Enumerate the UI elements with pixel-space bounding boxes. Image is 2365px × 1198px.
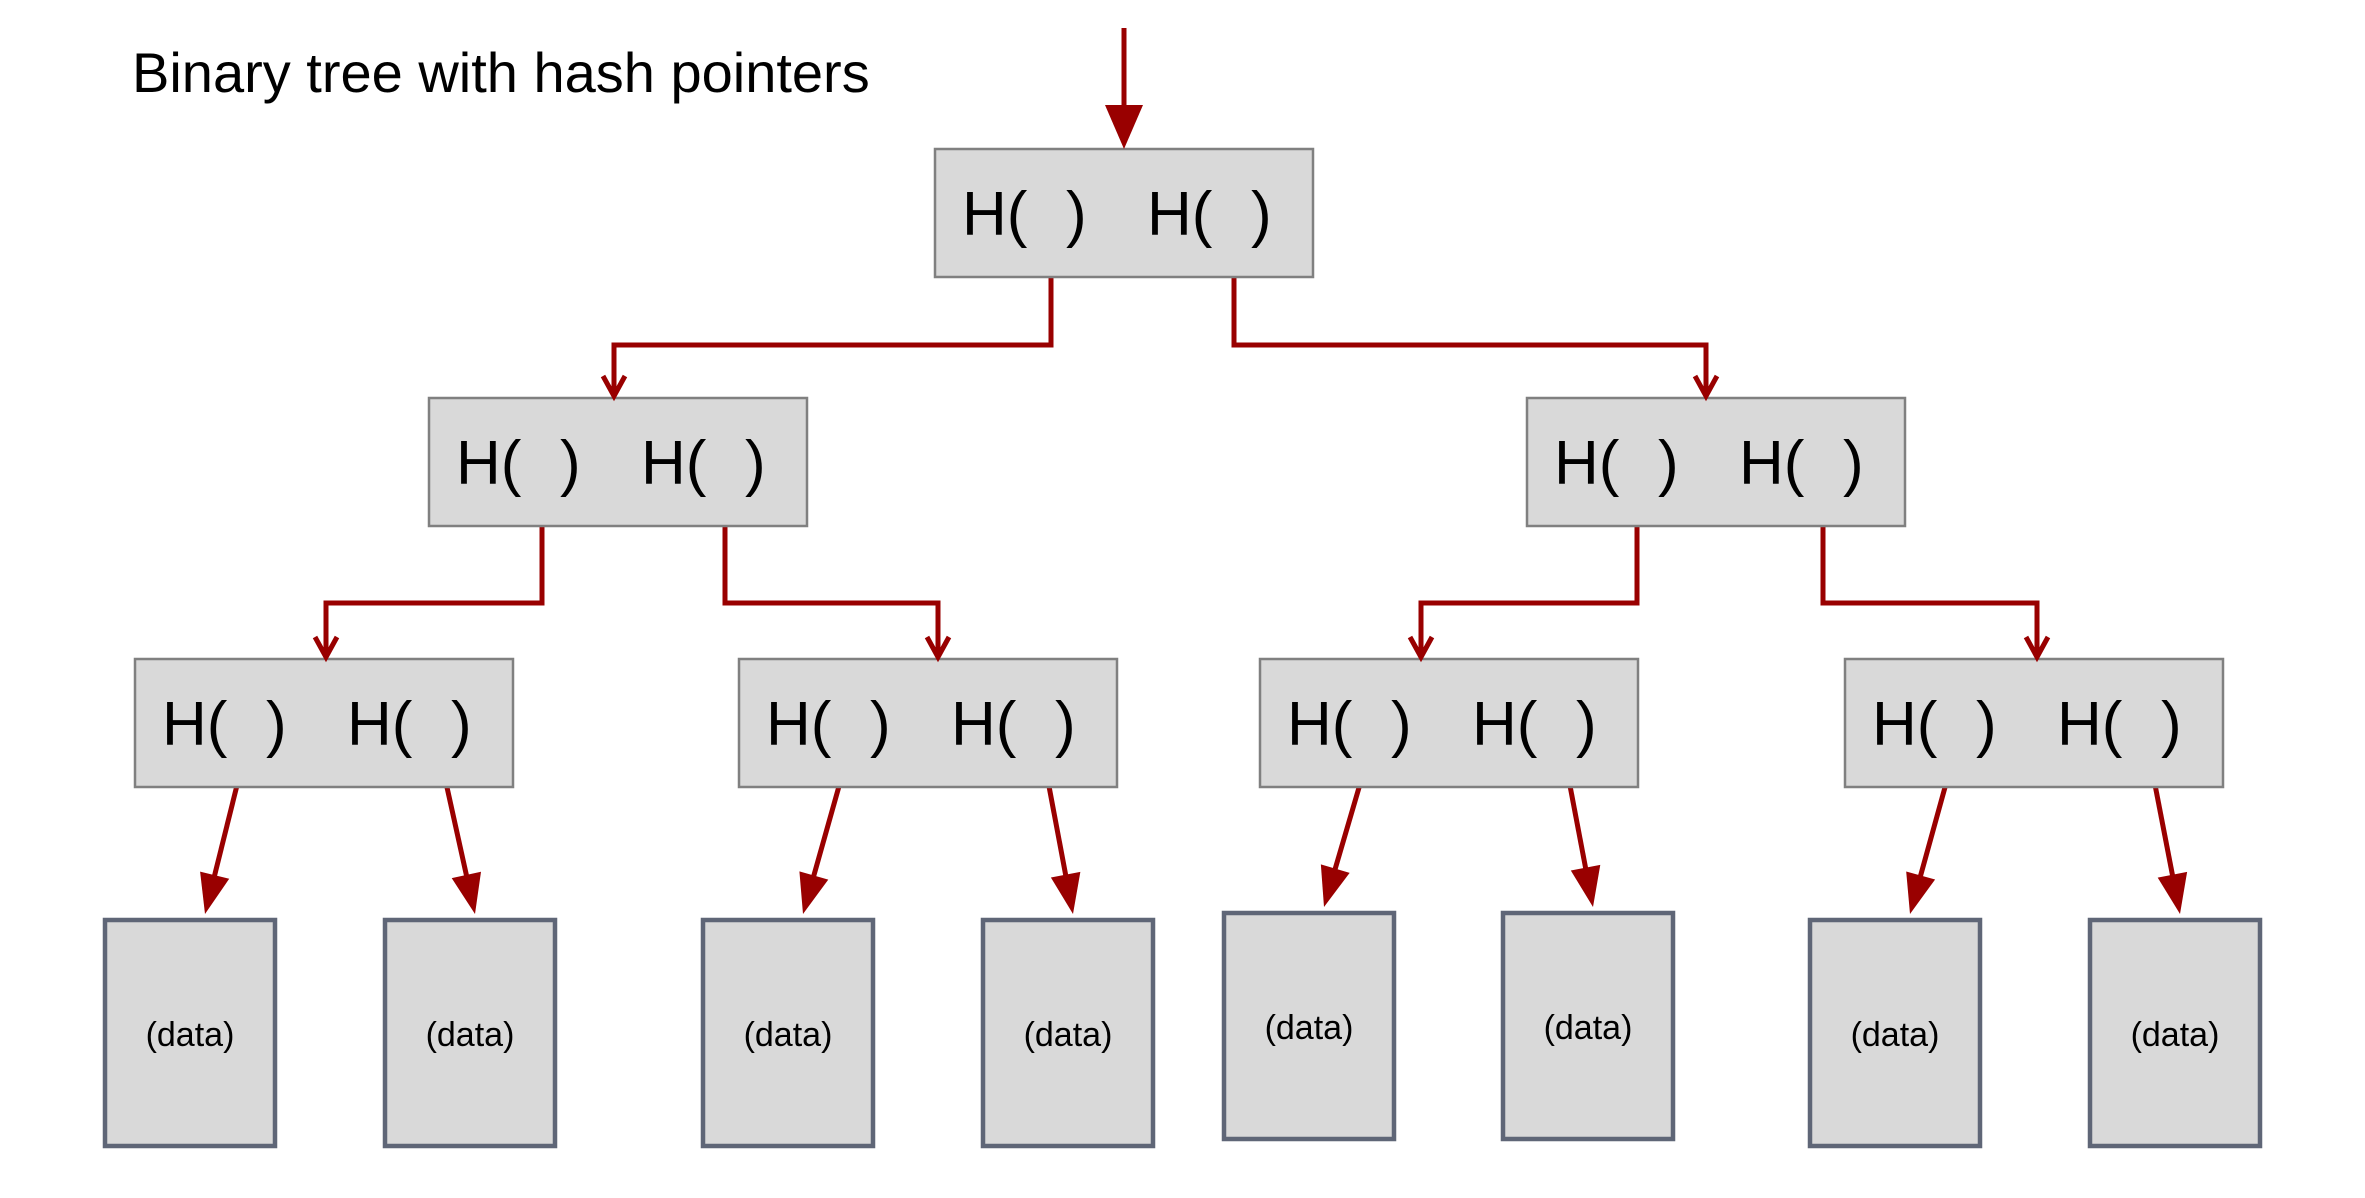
data-block-label: (data) bbox=[1024, 1016, 1113, 1054]
arrowhead bbox=[451, 871, 482, 914]
arrowhead bbox=[600, 374, 628, 402]
tree-node bbox=[1258, 657, 1640, 789]
hash-left-label: H( bbox=[962, 180, 1028, 249]
tree-nodes: H() H() H() H() H() H() H() H() H() H() H() H() H() H… bbox=[133, 147, 2225, 789]
hash-right-close: ) bbox=[1251, 180, 1272, 249]
data-block bbox=[102, 917, 278, 1149]
hash-pointer bbox=[722, 470, 941, 655]
hash-right-label: H( bbox=[1147, 180, 1213, 249]
hash-left-label: H( bbox=[1287, 690, 1353, 759]
hash-left-label: H( bbox=[1554, 429, 1620, 498]
hash-right-close: ) bbox=[451, 690, 472, 759]
hash-pointer bbox=[611, 224, 1054, 394]
hash-pointer bbox=[1231, 224, 1709, 394]
data-block bbox=[1807, 917, 1983, 1149]
hash-right-label: H( bbox=[347, 690, 413, 759]
hash-left-close: ) bbox=[1391, 690, 1412, 759]
diagram-title: Binary tree with hash pointers bbox=[132, 41, 870, 104]
data-block-label: (data) bbox=[1544, 1009, 1633, 1047]
data-block bbox=[2087, 917, 2263, 1149]
hash-left-close: ) bbox=[266, 690, 287, 759]
data-block-label: (data) bbox=[1851, 1016, 1940, 1054]
tree-node bbox=[1843, 657, 2225, 789]
arrowhead bbox=[1692, 374, 1720, 402]
hash-left-label: H( bbox=[1872, 690, 1938, 759]
hash-right-label: H( bbox=[1739, 429, 1805, 498]
hash-right-close: ) bbox=[1576, 690, 1597, 759]
data-block-label: (data) bbox=[1265, 1009, 1354, 1047]
arrowhead bbox=[1320, 864, 1350, 907]
hash-right-label: H( bbox=[951, 690, 1017, 759]
hash-right-label: H( bbox=[1472, 690, 1538, 759]
hash-right-close: ) bbox=[2161, 690, 2182, 759]
arrowhead bbox=[2023, 635, 2051, 663]
arrowhead bbox=[200, 871, 230, 914]
hash-pointer bbox=[1418, 470, 1640, 655]
arrowhead bbox=[1105, 105, 1143, 149]
arrowhead bbox=[799, 871, 829, 914]
hash-left-close: ) bbox=[1976, 690, 1997, 759]
tree-node bbox=[737, 657, 1119, 789]
hash-right-label: H( bbox=[641, 429, 707, 498]
arrowhead bbox=[924, 635, 952, 663]
arrowhead bbox=[1407, 635, 1435, 663]
arrowhead bbox=[1050, 871, 1081, 914]
arrowhead bbox=[1570, 864, 1601, 907]
hash-left-label: H( bbox=[766, 690, 832, 759]
hash-left-close: ) bbox=[870, 690, 891, 759]
hash-pointer bbox=[1820, 470, 2040, 655]
hash-left-close: ) bbox=[1066, 180, 1087, 249]
hash-left-label: H( bbox=[456, 429, 522, 498]
hash-right-label: H( bbox=[2057, 690, 2123, 759]
hash-pointer bbox=[323, 470, 545, 655]
tree-node bbox=[133, 657, 515, 789]
data-blocks: (data) (data) (data) (data) (data) (data) (dat… bbox=[102, 910, 2263, 1149]
data-block bbox=[382, 917, 558, 1149]
data-block-label: (data) bbox=[744, 1016, 833, 1054]
tree-node bbox=[1525, 396, 1907, 528]
hash-right-close: ) bbox=[1055, 690, 1076, 759]
hash-left-label: H( bbox=[162, 690, 228, 759]
hash-left-close: ) bbox=[1658, 429, 1679, 498]
hash-right-close: ) bbox=[745, 429, 766, 498]
hash-left-close: ) bbox=[560, 429, 581, 498]
arrowhead bbox=[2157, 871, 2188, 914]
tree-node bbox=[933, 147, 1315, 279]
pointer-arrowheads bbox=[200, 105, 2188, 914]
data-block bbox=[1500, 910, 1676, 1142]
arrowhead bbox=[312, 635, 340, 663]
data-block bbox=[980, 917, 1156, 1149]
hash-right-close: ) bbox=[1843, 429, 1864, 498]
tree-node bbox=[427, 396, 809, 528]
data-block bbox=[700, 917, 876, 1149]
data-block bbox=[1221, 910, 1397, 1142]
data-block-label: (data) bbox=[426, 1016, 515, 1054]
arrowhead bbox=[1906, 871, 1936, 914]
data-block-label: (data) bbox=[146, 1016, 235, 1054]
data-block-label: (data) bbox=[2131, 1016, 2220, 1054]
